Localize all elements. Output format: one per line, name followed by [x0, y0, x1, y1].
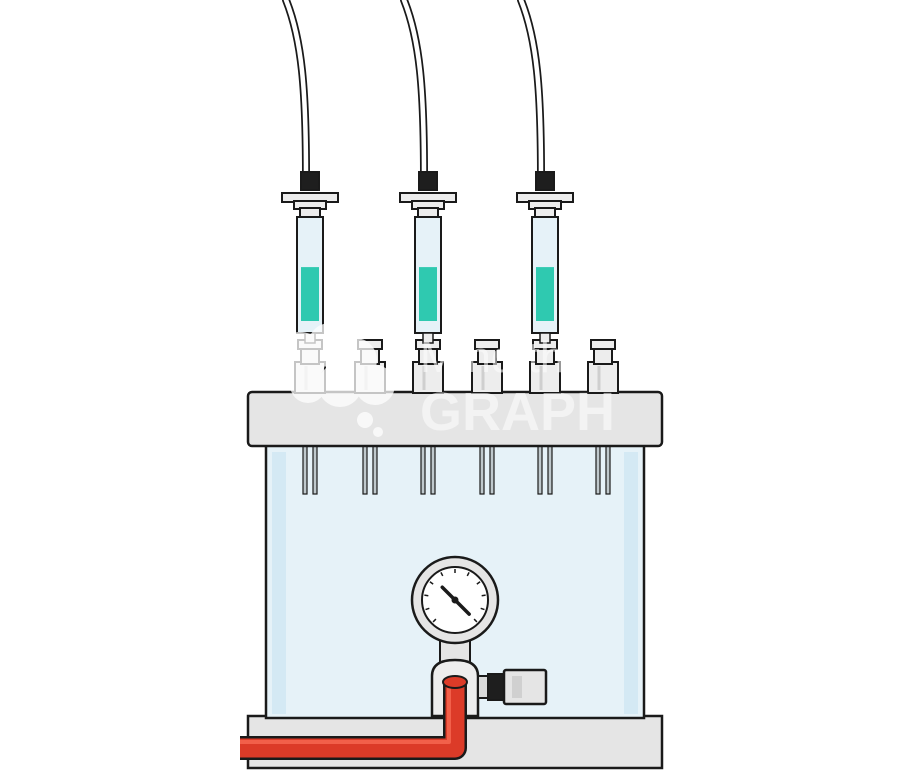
syringe-liquid-2 [419, 267, 437, 321]
pressure-gauge [410, 555, 500, 663]
brain-logo-icon [274, 323, 395, 437]
red-tube [240, 675, 468, 760]
syringe-1 [281, 0, 339, 344]
syringe-group [281, 0, 574, 344]
needle-group [302, 445, 611, 495]
syringe-liquid-1 [301, 267, 319, 321]
syringe-cap-3 [535, 171, 555, 191]
syringe-cap-1 [300, 171, 320, 191]
syringe-liquid-3 [536, 267, 554, 321]
lid-port-6 [587, 339, 619, 394]
chamber-lid [246, 390, 664, 448]
syringe-2 [399, 0, 457, 344]
syringe-cap-2 [418, 171, 438, 191]
lid-port-3 [412, 339, 444, 394]
watermark: Mind the GRAPH [274, 323, 615, 442]
lid-port-4 [471, 339, 503, 394]
watermark-line2: GRAPH [420, 382, 615, 442]
syringe-3 [516, 0, 574, 344]
watermark-line1: Mind the [420, 333, 589, 382]
